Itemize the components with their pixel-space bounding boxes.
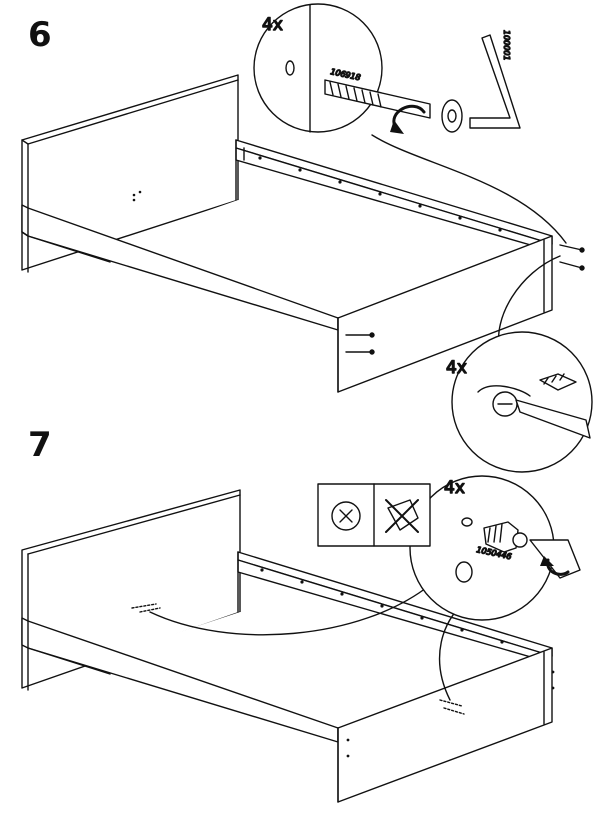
step-7-number: 7 <box>28 425 52 465</box>
step-6-number: 6 <box>28 15 52 55</box>
step-6-quantity-1: 4x <box>262 15 283 35</box>
screwdriver-icon <box>515 399 591 439</box>
no-screw-icon <box>385 499 419 533</box>
slat-support-holes-2 <box>260 568 555 758</box>
headboard-holes <box>132 190 142 202</box>
cam-lock-detail-callout <box>451 255 593 473</box>
footboard-panel-2 <box>337 647 553 803</box>
slat-support-holes <box>258 156 502 232</box>
screw-icon <box>331 501 361 531</box>
allen-key-icon <box>469 34 521 129</box>
screw-detail-callout <box>409 475 581 621</box>
screw-type-comparison-box <box>317 483 431 547</box>
right-side-rail-2 <box>237 551 553 663</box>
footboard-panel <box>337 235 553 393</box>
step-6-bed-frame: 4x 106918 100001 4x <box>21 3 593 473</box>
step-6-quantity-2: 4x <box>446 358 467 378</box>
screw-markers <box>131 603 465 715</box>
step-7-bed-frame: 4x 1050446 <box>21 475 581 803</box>
bolt-detail-callout <box>253 3 567 244</box>
step-7-quantity: 4x <box>444 478 465 498</box>
allen-key-part-number: 100001 <box>502 30 511 61</box>
bolt-icon <box>345 244 585 355</box>
